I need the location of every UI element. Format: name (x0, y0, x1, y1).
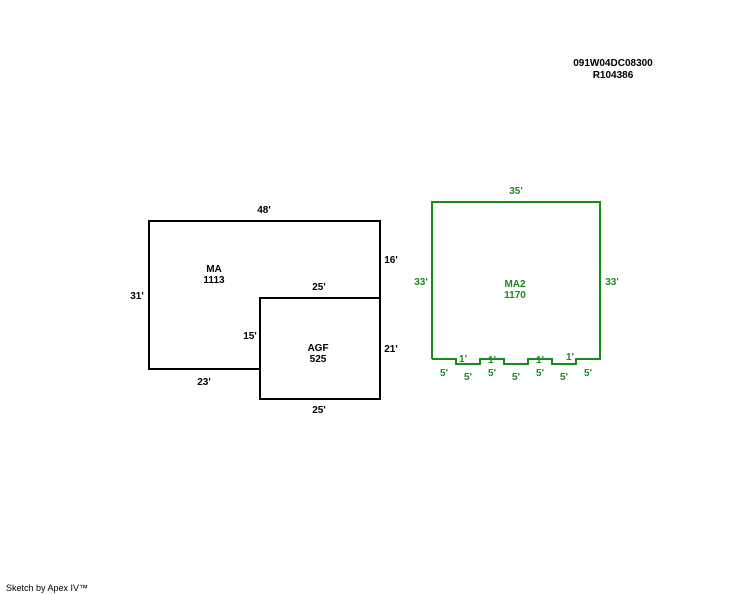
ma2-bottom-seg-3: 5' (488, 368, 496, 379)
ma-inner-dim: 15' (243, 331, 257, 342)
ma2-right-dim: 33' (605, 277, 619, 288)
ma2-left-dim: 33' (414, 277, 428, 288)
ma-bottom-dim: 23' (197, 377, 211, 388)
ma2-code: MA2 (504, 279, 526, 290)
ma2-outline (431, 201, 601, 365)
ma2-bottom-seg-7: 5' (584, 368, 592, 379)
agf-outline (259, 297, 381, 400)
parcel-header: 091W04DC08300 R104386 (562, 58, 664, 82)
ma-outline (148, 220, 381, 370)
ma2-bottom-seg-1: 5' (440, 368, 448, 379)
ma2-bump-4: 1' (566, 352, 574, 363)
ma-left-dim: 31' (130, 291, 144, 302)
parcel-id: 091W04DC08300 (573, 58, 653, 69)
record-id: R104386 (592, 70, 634, 81)
agf-right-dim: 21' (384, 344, 398, 355)
ma-code: MA (206, 264, 222, 275)
ma-right-dim: 16' (384, 255, 398, 266)
agf-top-dim: 25' (312, 282, 326, 293)
ma2-area: 1170 (504, 290, 526, 301)
ma2-bump-3: 1' (536, 355, 544, 366)
ma2-bottom-seg-4: 5' (512, 372, 520, 383)
ma2-bottom-seg-5: 5' (536, 368, 544, 379)
ma2-bottom-seg-2: 5' (464, 372, 472, 383)
ma-top-dim: 48' (257, 205, 271, 216)
ma2-top-dim: 35' (509, 186, 523, 197)
sketch-credit: Sketch by Apex IV™ (6, 583, 89, 593)
agf-bottom-dim: 25' (312, 405, 326, 416)
agf-code: AGF (307, 343, 328, 354)
ma-area: 1113 (203, 275, 225, 286)
ma2-bottom-seg-6: 5' (560, 372, 568, 383)
ma2-bump-2: 1' (488, 355, 496, 366)
ma2-bump-1: 1' (459, 354, 467, 365)
agf-area: 525 (310, 354, 327, 365)
